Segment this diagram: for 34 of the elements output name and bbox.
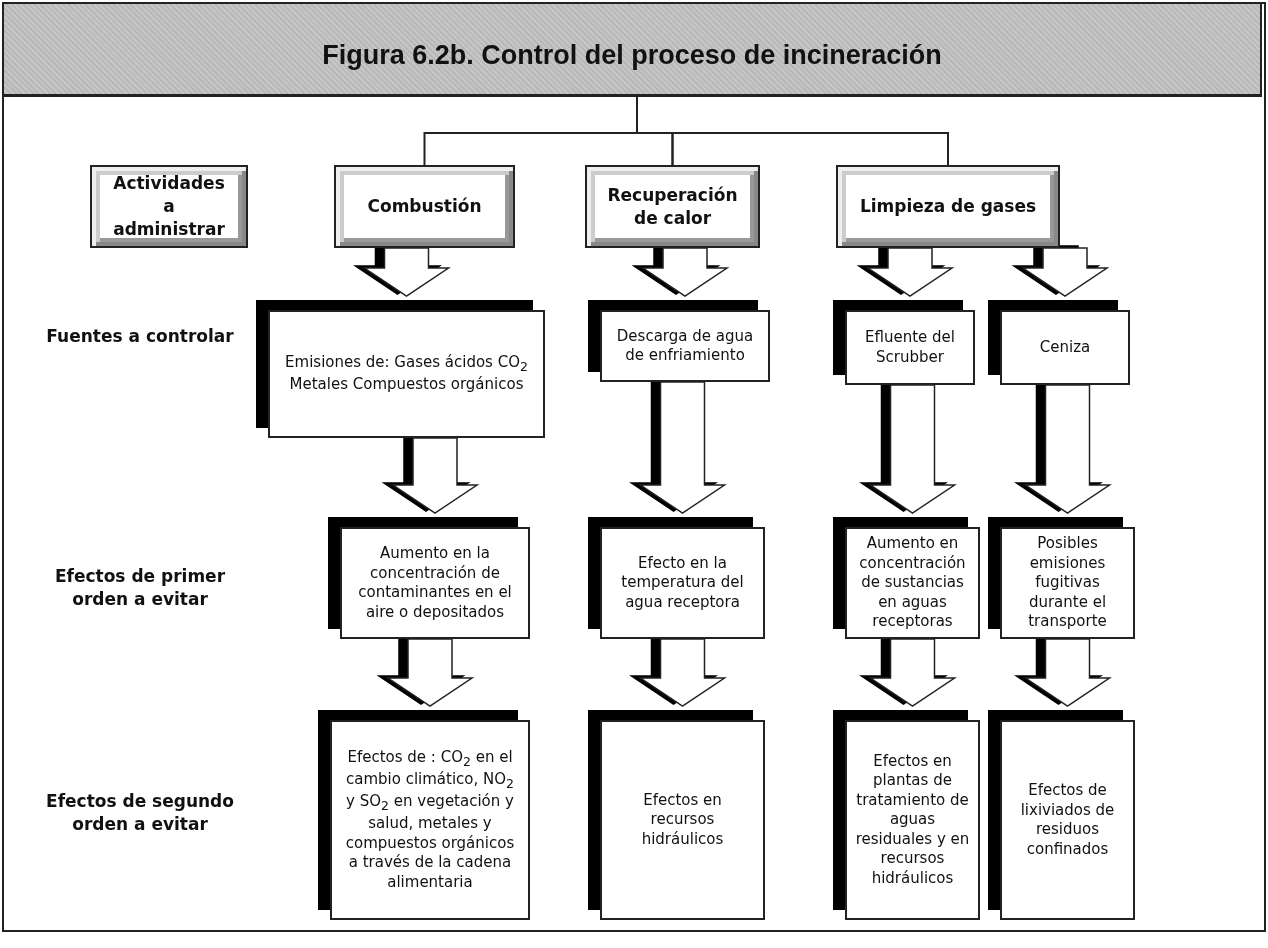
box-text: Efectos de lixiviados de residuos confinados [1019,781,1116,859]
box-text: Efecto en la temperatura del agua receptora [620,553,745,613]
box-text: Efectos de : CO$_{2}$ en el cambio climático, NO$_{2}$ y SO$_{2}$ en vegetación y salud, metales y compuestos orgánicos a través de la cadena alimentaria [344,747,516,893]
title: Figura 6.2b. Control del proceso de incineración [322,39,942,71]
box-text: Efluente del Scrubber [864,328,956,367]
activity-box [90,165,248,248]
box-text: Efectos en plantas de tratamiento de aguas residuales y en recursos hidráulicos [855,751,970,889]
row-label: Efectos de primer orden a evitar [53,565,227,611]
block-arrow [868,384,957,514]
box-text: Aumento en concentración de sustancias en aguas receptoras [858,534,967,632]
box-text: Limpieza de gases [859,195,1037,218]
bracket-line [671,132,949,166]
row-label: Fuentes a controlar [45,325,235,348]
block-arrow [865,247,955,297]
block-arrow [640,247,730,297]
box-text: Combustión [367,195,482,218]
activity-box [334,165,515,248]
box-text: Emisiones de: Gases ácidos CO$_{2}$ Metales Compuestos orgánicos [284,353,529,395]
block-arrow [1023,384,1112,514]
box-text: Descarga de agua de enfriamiento [615,326,755,366]
block-arrow [390,437,480,514]
activity-box [836,165,1060,248]
box-text: Posibles emisiones fugitivas durante el transporte [1027,534,1108,632]
bracket-line [423,132,674,166]
activity-box [585,165,760,248]
block-arrow [1020,247,1110,297]
box-text: Efectos en recursos hidráulicos [640,790,725,850]
box-text: Actividades a administrar [112,172,226,241]
block-arrow [362,247,451,297]
box-text: Aumento en la concentración de contaminantes en el aire o depositados [357,544,513,622]
box-text: Ceniza [1039,337,1091,358]
box-text: Recuperación de calor [606,183,739,230]
block-arrow [638,381,727,514]
row-label: Efectos de segundo orden a evitar [45,790,235,836]
